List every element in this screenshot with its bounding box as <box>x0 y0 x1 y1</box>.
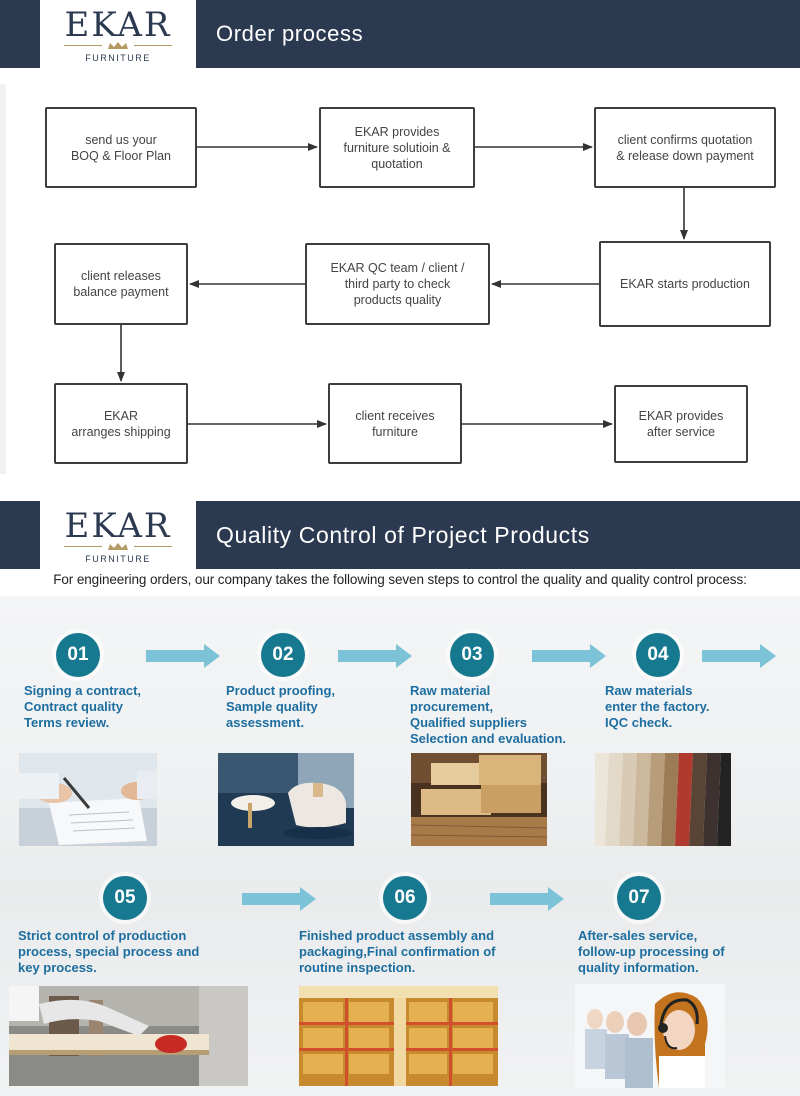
warehouse-photo <box>299 986 498 1086</box>
flow-node-label: EKAR QC team / client / third party to c… <box>330 261 465 307</box>
flow-node-label: EKAR provides after service <box>638 409 724 439</box>
logo-brand-text: EKAR <box>64 5 172 45</box>
flow-node-label: client releases balance payment <box>73 269 169 299</box>
customer-service-photo <box>575 984 725 1088</box>
step-arrow-icon <box>532 644 606 668</box>
flow-node-label: EKAR starts production <box>620 277 750 291</box>
step-description: Raw material procurement, Qualified supp… <box>410 683 567 746</box>
flow-node-shipping: EKAR arranges shipping <box>54 383 188 464</box>
furniture-sample-photo <box>218 753 354 846</box>
step-description: Signing a contract, Contract quality Ter… <box>24 683 142 730</box>
flow-node-label: EKAR arranges shipping <box>71 408 171 439</box>
crown-icon <box>108 42 128 49</box>
step-description: Product proofing, Sample quality assessm… <box>226 683 336 730</box>
flow-node-production: EKAR starts production <box>599 241 771 327</box>
section-title: Order process <box>216 21 364 46</box>
ekar-logo: EKAR FURNITURE <box>40 0 196 68</box>
flow-node-confirm: client confirms quotation & release down… <box>594 107 776 188</box>
logo-rule-right <box>134 45 172 46</box>
production-photo <box>9 986 248 1086</box>
flow-node-solution: EKAR provides furniture solutioin & quot… <box>319 107 475 188</box>
step-description: After-sales service, follow-up processin… <box>578 928 725 975</box>
step-arrow-icon <box>146 644 220 668</box>
timber-photo <box>411 753 547 846</box>
flow-node-label: client receives furniture <box>355 408 435 439</box>
step-description: Strict control of production process, sp… <box>18 928 200 975</box>
step-description: Raw materials enter the factory. IQC che… <box>605 683 710 730</box>
section-title: Quality Control of Project Products <box>216 522 590 548</box>
crown-icon <box>108 543 128 550</box>
step-number-badge: 07 <box>617 876 661 920</box>
step-number-badge: 02 <box>261 633 305 677</box>
flow-node-after-service: EKAR provides after service <box>614 385 748 463</box>
step-number-badge: 05 <box>103 876 147 920</box>
flow-node-receive: client receives furniture <box>328 383 462 464</box>
logo-subtitle: FURNITURE <box>85 53 151 63</box>
qc-intro-text: For engineering orders, our company take… <box>53 572 747 587</box>
logo-rule-left <box>64 546 102 547</box>
flow-connectors <box>117 143 688 428</box>
flow-node-balance-payment: client releases balance payment <box>54 243 188 325</box>
flow-node-qc-check: EKAR QC team / client / third party to c… <box>305 243 490 325</box>
step-arrow-icon <box>490 887 564 911</box>
logo-rule-right <box>134 546 172 547</box>
step-number-badge: 06 <box>383 876 427 920</box>
flowchart-edge <box>0 84 6 474</box>
step-description: Finished product assembly and packaging,… <box>299 928 496 975</box>
step-number-badge: 01 <box>56 633 100 677</box>
logo-subtitle: FURNITURE <box>85 554 151 564</box>
step-arrow-icon <box>242 887 316 911</box>
order-process-header: EKAR FURNITURE Order process <box>0 0 800 68</box>
logo-rule-left <box>64 45 102 46</box>
ekar-logo: EKAR FURNITURE <box>40 501 196 569</box>
step-arrow-icon <box>702 644 776 668</box>
step-number-badge: 03 <box>450 633 494 677</box>
logo-brand-text: EKAR <box>64 506 172 546</box>
quality-control-header: EKAR FURNITURE Quality Control of Projec… <box>0 501 800 569</box>
flow-node-label: send us your BOQ & Floor Plan <box>70 132 172 163</box>
material-swatches-photo <box>595 753 731 846</box>
flow-node-boq: send us your BOQ & Floor Plan <box>45 107 197 188</box>
flow-node-label: client confirms quotation & release down… <box>616 132 754 163</box>
flow-node-label: EKAR provides furniture solutioin & quot… <box>343 124 451 171</box>
step-arrow-icon <box>338 644 412 668</box>
contract-signing-photo <box>19 753 157 846</box>
step-number-badge: 04 <box>636 633 680 677</box>
